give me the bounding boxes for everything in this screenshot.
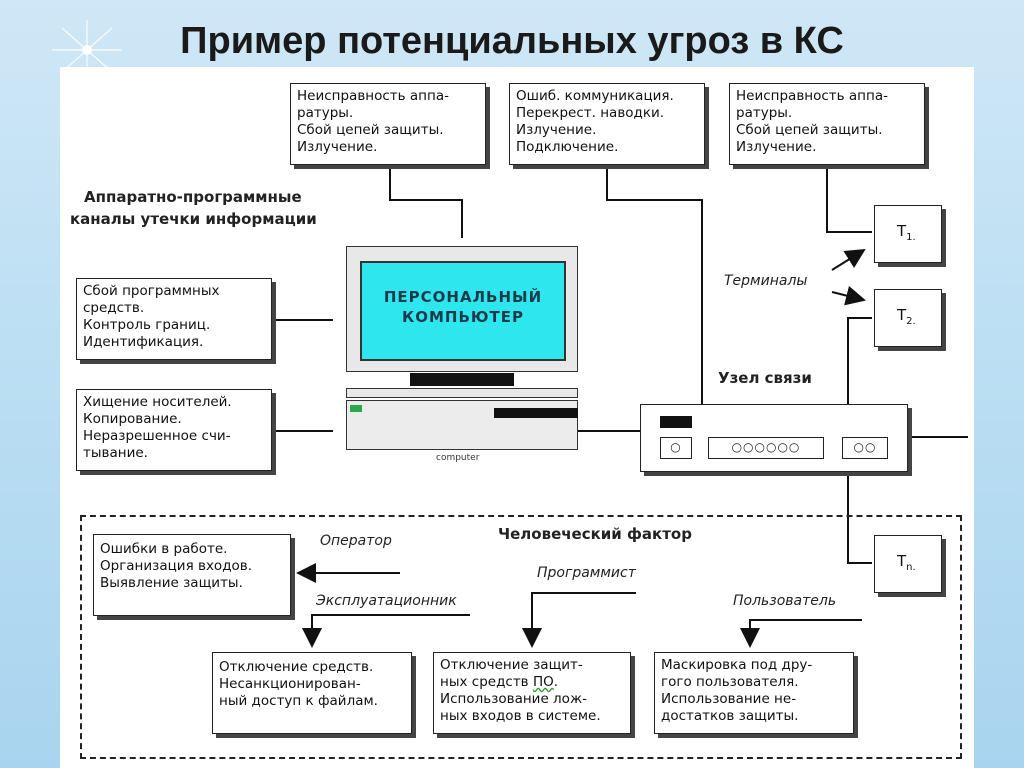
threat-line: Неисправность аппа- bbox=[297, 88, 449, 104]
pc-chassis-top bbox=[346, 388, 578, 398]
terminal-n: Тn. bbox=[874, 535, 942, 593]
threat-line: Контроль границ. bbox=[83, 317, 211, 333]
threat-line: Излучение. bbox=[297, 139, 378, 155]
threat-box-hardware-right: Неисправность аппа- ратуры. Сбой цепей з… bbox=[729, 83, 925, 165]
threat-box-software: Сбой программных средств. Контроль грани… bbox=[76, 278, 272, 360]
modem-buttons-right: ○○ bbox=[842, 437, 888, 459]
threat-line: Идентификация. bbox=[83, 334, 204, 350]
terminal-1-label: Т bbox=[897, 222, 907, 240]
threat-line: Хищение носителей. bbox=[83, 394, 232, 410]
threat-line: достатков защиты. bbox=[661, 708, 799, 724]
modem-slot-icon bbox=[660, 416, 692, 428]
threat-box-programmer: Отключение защит- ных средств ПО. Исполь… bbox=[433, 652, 631, 734]
role-operator: Оператор bbox=[320, 533, 392, 549]
channels-label: Аппаратно-программные каналы утечки инфо… bbox=[70, 186, 317, 230]
sparkle-decoration-icon bbox=[52, 20, 122, 80]
human-factor-frame bbox=[80, 515, 962, 759]
threat-line: гого пользователя. bbox=[661, 674, 799, 690]
threat-line: Выявление защиты. bbox=[100, 575, 243, 591]
modem-button-left: ○ bbox=[660, 437, 692, 459]
threat-line: Перекрест. наводки. bbox=[516, 105, 665, 121]
threat-line: Ошибки в работе. bbox=[100, 541, 228, 557]
threat-line: Сбой цепей защиты. bbox=[297, 122, 444, 138]
terminals-label: Терминалы bbox=[724, 273, 808, 289]
terminal-n-index: n. bbox=[906, 562, 916, 573]
communication-node bbox=[640, 404, 908, 472]
pc-screen-line2: КОМПЬЮТЕР bbox=[401, 308, 524, 326]
power-led-icon bbox=[350, 405, 362, 412]
channels-label-line2: каналы утечки информации bbox=[70, 210, 317, 228]
threat-box-hardware-left: Неисправность аппа- ратуры. Сбой цепей з… bbox=[290, 83, 486, 165]
threat-text: ных средств bbox=[440, 674, 533, 690]
threat-line: тывание. bbox=[83, 445, 148, 461]
threat-line: средств. bbox=[83, 300, 145, 316]
threat-line: Излучение. bbox=[516, 122, 597, 138]
modem-buttons-mid: ○○○○○○ bbox=[708, 437, 824, 459]
threat-line: ный доступ к файлам. bbox=[219, 693, 378, 709]
threat-box-maintainer: Отключение средств. Несанкционирован- ны… bbox=[212, 652, 412, 734]
slide-title: Пример потенциальных угроз в КС bbox=[180, 20, 844, 62]
terminal-2: Т2. bbox=[874, 289, 942, 347]
threat-line: ных входов в системе. bbox=[440, 708, 601, 724]
threat-abbrev: ПО bbox=[532, 674, 554, 690]
threat-line: ратуры. bbox=[736, 105, 793, 121]
threat-line: Излучение. bbox=[736, 139, 817, 155]
role-programmer: Программист bbox=[537, 565, 636, 581]
human-factor-label: Человеческий фактор bbox=[498, 525, 692, 543]
channels-label-line1: Аппаратно-программные bbox=[84, 188, 302, 206]
threat-box-media: Хищение носителей. Копирование. Неразреш… bbox=[76, 389, 272, 471]
threat-line: Отключение средств. bbox=[219, 659, 374, 675]
threat-line: Неразрешенное счи- bbox=[83, 428, 231, 444]
threat-line: ратуры. bbox=[297, 105, 354, 121]
node-label: Узел связи bbox=[718, 369, 812, 387]
threat-line: Отключение защит- bbox=[440, 657, 583, 673]
terminal-n-label: Т bbox=[897, 552, 907, 570]
threat-line: Ошиб. коммуникация. bbox=[516, 88, 674, 104]
threat-line: Сбой цепей защиты. bbox=[736, 122, 883, 138]
disk-drive-icon bbox=[494, 408, 578, 418]
pc-screen-line1: ПЕРСОНАЛЬНЫЙ bbox=[383, 288, 543, 306]
threat-box-user: Маскировка под дру- гого пользователя. И… bbox=[654, 652, 854, 734]
threat-line: Использование не- bbox=[661, 691, 797, 707]
threat-line: Копирование. bbox=[83, 411, 182, 427]
threat-box-communication: Ошиб. коммуникация. Перекрест. наводки. … bbox=[509, 83, 705, 165]
threat-box-operator: Ошибки в работе. Организация входов. Выя… bbox=[93, 534, 291, 616]
terminal-2-label: Т bbox=[897, 306, 907, 324]
role-maintainer: Эксплуатационник bbox=[316, 593, 457, 609]
threat-line: Неисправность аппа- bbox=[736, 88, 888, 104]
terminal-2-index: 2. bbox=[906, 316, 916, 327]
threat-line: Маскировка под дру- bbox=[661, 657, 813, 673]
threat-line: Подключение. bbox=[516, 139, 619, 155]
role-user: Пользователь bbox=[733, 593, 837, 609]
threat-line: Несанкционирован- bbox=[219, 676, 361, 692]
terminal-1-index: 1. bbox=[906, 232, 916, 243]
pc-stand bbox=[410, 373, 514, 386]
threat-line: ных средств ПО. bbox=[440, 674, 624, 691]
pc-caption: computer bbox=[436, 453, 480, 463]
terminal-1: Т1. bbox=[874, 205, 942, 263]
threat-line: Сбой программных bbox=[83, 283, 220, 299]
pc-screen: ПЕРСОНАЛЬНЫЙ КОМПЬЮТЕР bbox=[360, 261, 566, 361]
threat-text: . bbox=[553, 674, 559, 690]
threat-line: Организация входов. bbox=[100, 558, 253, 574]
threat-line: Использование лож- bbox=[440, 691, 587, 707]
